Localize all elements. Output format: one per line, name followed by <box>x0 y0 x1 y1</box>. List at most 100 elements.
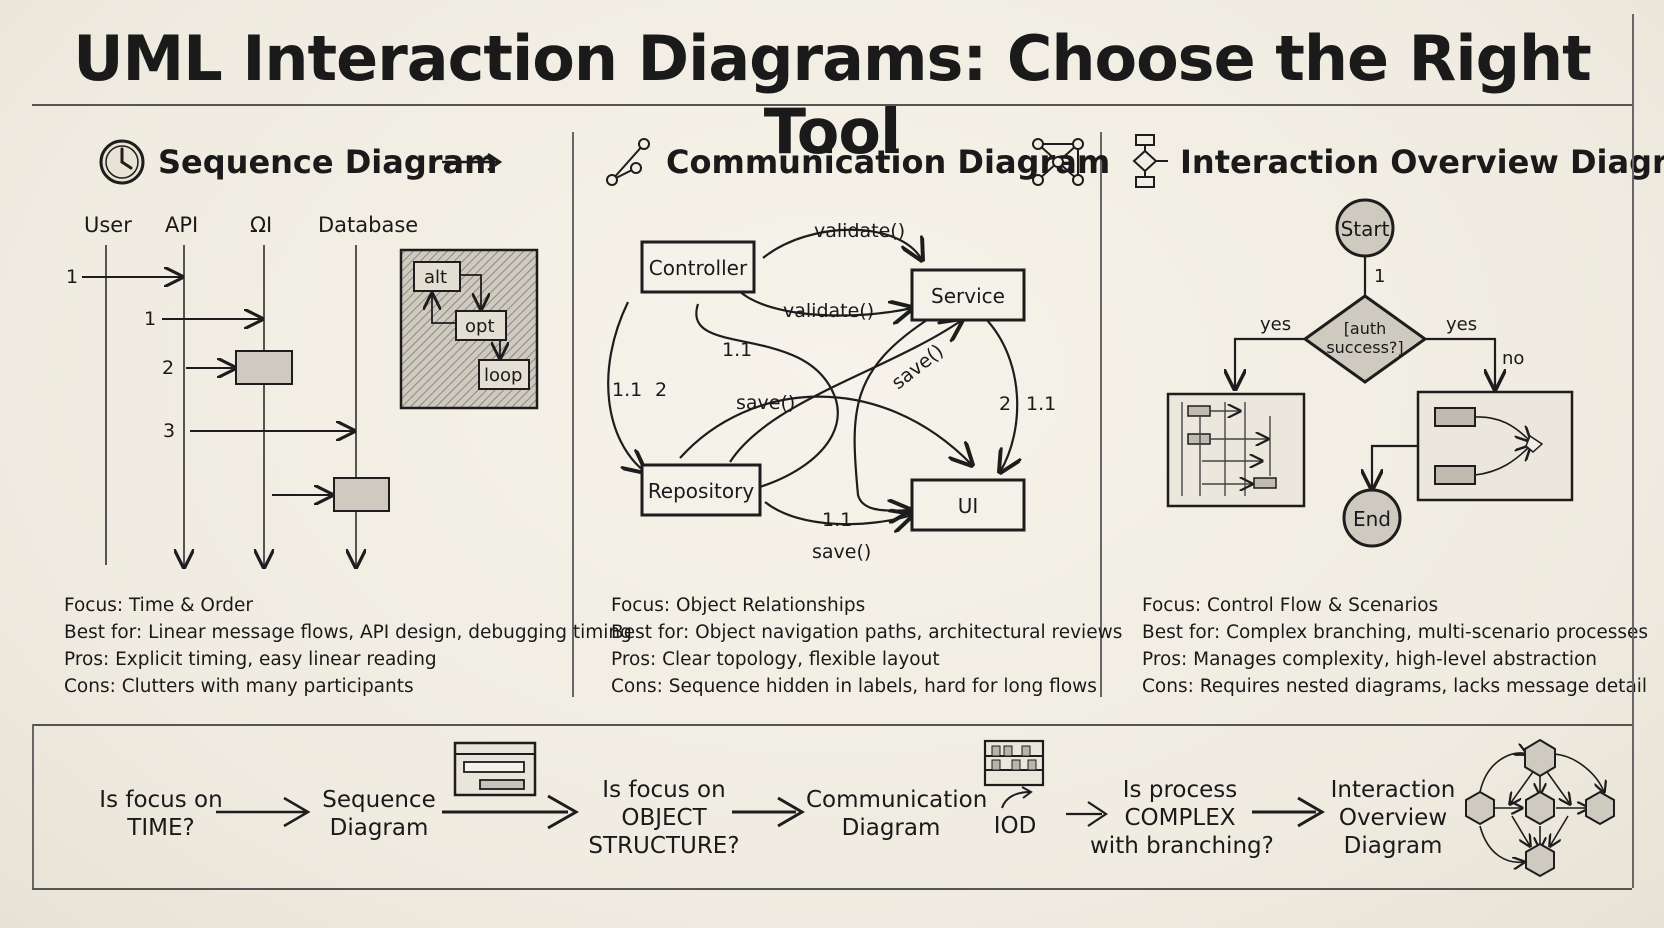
flow-arrow <box>216 796 311 828</box>
browser-window-icon <box>453 741 537 797</box>
clock-icon <box>99 139 145 185</box>
node-controller-label: Controller <box>649 256 748 280</box>
message-label: 2 <box>655 379 667 401</box>
sequence-diagram: User API ΩI Database 1 1 2 3 alt opt loo… <box>66 213 539 575</box>
sequence-best-for: Best for: Linear message flows, API desi… <box>64 622 632 643</box>
edge-service-ui-right <box>984 317 1017 472</box>
participant-user: User <box>84 213 132 237</box>
page-border-right <box>1632 14 1634 888</box>
message-label: 1.1 <box>722 339 752 361</box>
edge-label-no: no <box>1502 348 1524 369</box>
flow-answer-sequence: Sequence Diagram <box>322 787 436 841</box>
fragment-alt <box>413 261 461 292</box>
decision-node <box>1302 294 1428 384</box>
message-label: 1.1 <box>822 509 852 531</box>
edge-controller-service-bottom <box>737 289 912 315</box>
overview-best-for: Best for: Complex branching, multi-scena… <box>1142 622 1649 643</box>
decision-label-line2: success?] <box>1326 338 1403 357</box>
message-label: 1 <box>66 266 78 288</box>
flowchart-icon <box>1132 134 1168 188</box>
branch-yes-left <box>1235 337 1305 389</box>
fragment-opt <box>455 310 507 341</box>
sequence-focus: Focus: Time & Order <box>64 595 253 616</box>
overview-diagram: Start 1 [auth success?] yes yes no End <box>1166 198 1574 548</box>
flow-answer-iod: IOD <box>993 813 1037 839</box>
hexagon-network-icon <box>1465 738 1615 878</box>
activation-box <box>333 477 390 512</box>
communication-pros: Pros: Clear topology, flexible layout <box>611 649 940 670</box>
flow-arrow <box>1252 796 1325 828</box>
edge-controller-service-top <box>762 228 922 260</box>
fragment-loop <box>478 359 530 390</box>
end-node <box>1342 488 1402 548</box>
title-underline <box>32 104 1632 106</box>
shelf-icon <box>983 739 1045 787</box>
communication-focus: Focus: Object Relationships <box>611 595 866 616</box>
branch-yes-right <box>1425 337 1495 389</box>
sequence-cons: Cons: Clutters with many participants <box>64 676 414 697</box>
node-repository <box>640 463 762 517</box>
page-title: UML Interaction Diagrams: Choose the Rig… <box>73 22 1592 168</box>
participant-api: API <box>165 213 198 237</box>
message-save-diagonal: save() <box>888 340 948 394</box>
message-label: 2 <box>162 357 174 379</box>
participant-database: Database <box>318 213 418 237</box>
flow-border-left <box>32 724 34 888</box>
overview-title: Interaction Overview Diagram <box>1180 143 1664 181</box>
message-label: 1.1 <box>1026 393 1056 415</box>
message-label: 3 <box>163 420 175 442</box>
flow-arrow <box>442 794 580 830</box>
decision-label-line1: [auth <box>1344 319 1387 338</box>
overview-pros: Pros: Manages complexity, high-level abs… <box>1142 649 1598 670</box>
overview-focus: Focus: Control Flow & Scenarios <box>1142 595 1439 616</box>
graph-nodes-icon <box>606 138 650 186</box>
edge-controller-repository <box>607 301 645 472</box>
communication-diagram: Controller Service Repository UI validat… <box>607 220 1056 563</box>
arrow-right-icon <box>442 152 503 172</box>
edge-repository-ui <box>679 395 972 465</box>
message-save-bottom: save() <box>812 541 871 563</box>
message-label: 1.1 <box>612 379 642 401</box>
node-ui <box>910 478 1026 532</box>
overview-description: Focus: Control Flow & Scenarios Best for… <box>1142 592 1648 700</box>
flow-answer-communication: Communication Diagram <box>806 787 988 841</box>
edge-repository-service <box>729 320 962 463</box>
activation-box <box>235 350 293 385</box>
fragment-alt-label: alt <box>424 267 447 288</box>
section-divider <box>32 724 1632 726</box>
sequence-pros: Pros: Explicit timing, easy linear readi… <box>64 649 437 670</box>
end-label: End <box>1353 507 1391 531</box>
flow-arrow <box>732 796 805 828</box>
flow-question-structure: Is focus on OBJECT STRUCTURE? <box>588 777 740 859</box>
node-repository-label: Repository <box>648 479 755 503</box>
node-service <box>910 268 1026 322</box>
curved-arrow-icon <box>1001 786 1033 809</box>
node-ui-label: UI <box>958 494 979 518</box>
flow-question-complex: Is process COMPLEX with branching? <box>1090 777 1274 859</box>
flow-arrow <box>1066 801 1108 827</box>
start-label: Start <box>1341 217 1390 241</box>
merge-edge <box>1372 444 1418 489</box>
flow-answer-overview: Interaction Overview Diagram <box>1330 777 1456 859</box>
communication-best-for: Best for: Object navigation paths, archi… <box>611 622 1123 643</box>
node-service-label: Service <box>931 284 1005 308</box>
flow-border-bottom <box>32 888 1632 890</box>
network-icon <box>1032 138 1084 186</box>
column-divider-1 <box>572 132 574 697</box>
communication-description: Focus: Object Relationships Best for: Ob… <box>611 592 1122 700</box>
flow-question-time: Is focus on TIME? <box>99 787 223 841</box>
message-save: save() <box>736 392 795 414</box>
fragment-opt-label: opt <box>465 316 495 337</box>
message-label: 2 <box>999 393 1011 415</box>
participant-ui: ΩI <box>250 213 272 237</box>
sequence-title: Sequence Diagram <box>158 143 498 181</box>
node-controller <box>640 240 756 294</box>
message-label: 1 <box>144 308 156 330</box>
communication-cons: Cons: Sequence hidden in labels, hard fo… <box>611 676 1097 697</box>
message-validate-top: validate() <box>814 220 905 242</box>
edge-label: 1 <box>1374 266 1385 287</box>
sequence-description: Focus: Time & Order Best for: Linear mes… <box>64 592 632 700</box>
overview-cons: Cons: Requires nested diagrams, lacks me… <box>1142 676 1648 697</box>
edge-label-yes-left: yes <box>1260 314 1291 335</box>
